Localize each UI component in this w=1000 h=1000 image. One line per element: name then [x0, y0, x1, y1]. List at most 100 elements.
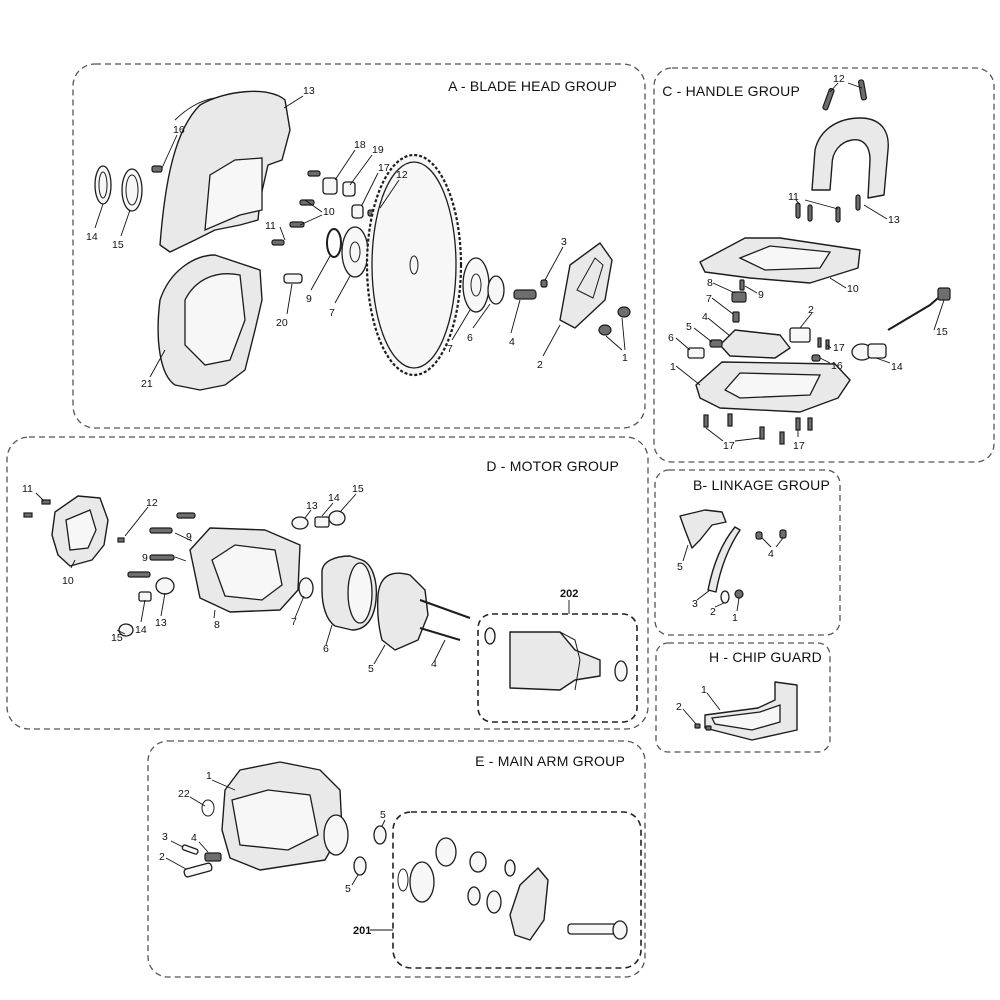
top-handle-part-13: [811, 117, 889, 199]
armature-bearing-a: [484, 627, 496, 645]
screw-part-C17b: [825, 339, 830, 350]
callout-C-2: 2: [808, 304, 814, 316]
callout-A-12: 12: [396, 169, 408, 181]
washer-part-B2: [720, 590, 730, 604]
lower-guard-inner-face: [184, 273, 246, 366]
screw-part-C12b: [858, 79, 867, 101]
screw-part-1b: [598, 324, 612, 336]
linkage-group-callouts: 5 4 3 2 1: [677, 548, 774, 624]
callout-C-16: 16: [831, 360, 843, 372]
screw-part-D12: [117, 537, 125, 543]
screw-part-1a: [617, 306, 631, 318]
callout-A-17: 17: [378, 162, 390, 174]
screw-part-C11a: [795, 202, 801, 219]
gearbox-subassembly-box: [392, 811, 642, 969]
chip-guard-group-title: H - CHIP GUARD: [709, 649, 822, 665]
armature-rotor: [509, 631, 601, 691]
callout-A-2: 2: [537, 359, 543, 371]
linkage-group-leaders: [682, 537, 784, 612]
callout-C-13: 13: [888, 214, 900, 226]
main-arm-leaders: [165, 779, 386, 886]
callout-D-7: 7: [291, 616, 297, 628]
callout-C-11: 11: [788, 191, 799, 203]
chip-guard-leaders: [682, 692, 721, 725]
handle-group-callouts: 12 11 13 8 9 10 7 4 5 6 2 17 16 14 15 1 …: [668, 73, 948, 452]
subassembly-label-201: 201: [353, 925, 371, 937]
callout-A-4: 4: [509, 336, 515, 348]
callout-C-1: 1: [670, 361, 676, 373]
screw-part-D9b: [149, 527, 173, 534]
trigger-part-4: [719, 329, 791, 359]
callout-A-16: 16: [173, 124, 185, 136]
screw-part-C17g: [795, 417, 801, 431]
handle-group-leaders: [675, 82, 945, 442]
callout-D-8: 8: [214, 619, 220, 631]
motor-group-leaders: [35, 492, 570, 931]
bearing-part-E5a: [373, 825, 387, 845]
gear-d: [504, 859, 516, 877]
callout-E-5a: 5: [380, 809, 386, 821]
spring-part-7: [732, 311, 740, 323]
callout-H-2: 2: [676, 701, 682, 713]
main-arm-group-title: E - MAIN ARM GROUP: [475, 753, 625, 769]
callout-D-15: 15: [111, 632, 123, 644]
motor-group-callouts: 11 10 12 9 9 15 14 13 8 13 14 15 7 6 5 4…: [22, 483, 578, 675]
pin-part-E3: [181, 844, 199, 855]
callout-A-10: 10: [323, 206, 335, 218]
callout-A-13: 13: [303, 85, 315, 97]
callout-B-2: 2: [710, 606, 716, 618]
callout-E-22: 22: [178, 788, 190, 800]
callout-E-4: 4: [191, 832, 197, 844]
callout-E-2: 2: [159, 851, 165, 863]
callout-A-18: 18: [354, 139, 366, 151]
fan-baffle-part-5: [376, 572, 429, 651]
callout-D-10: 10: [62, 575, 74, 587]
screw-part-H2b: [705, 725, 712, 731]
blade-head-group-box: [72, 63, 646, 429]
screw-part-C11d: [855, 194, 861, 211]
callout-D-9a: 9: [186, 531, 192, 543]
o-ring-part-22: [201, 799, 215, 817]
gear-b: [409, 861, 435, 903]
handle-group-box: [653, 67, 995, 463]
long-bolt-part-D4b: [419, 627, 461, 641]
chip-guard-part-1: [704, 681, 798, 741]
clip-part-16: [811, 354, 821, 362]
bushing-part-19: [342, 181, 356, 197]
callout-C-9: 9: [758, 289, 764, 301]
callout-D-15b: 15: [352, 483, 364, 495]
callout-A-3: 3: [561, 236, 567, 248]
lock-part-6: [687, 347, 705, 359]
screw-part-D9d: [127, 571, 151, 578]
link-pin-part-4a: [755, 531, 763, 540]
blade-head-parts: [94, 90, 631, 391]
screw-part-D9c: [149, 554, 175, 561]
callout-D-14b: 14: [328, 492, 340, 504]
callout-C-17c: 17: [793, 440, 805, 452]
callout-D-13b: 13: [306, 500, 318, 512]
callout-B-4: 4: [768, 548, 774, 560]
gear-e: [467, 886, 481, 906]
bearing-201: [486, 890, 502, 914]
linkage-arm-part-3: [707, 526, 741, 593]
screw-part-11: [271, 239, 285, 246]
part-3: [540, 279, 548, 288]
screw-part-C11c: [835, 206, 841, 223]
nut-part-17: [351, 204, 364, 219]
brush-part-D14b: [314, 516, 330, 528]
callout-A-15: 15: [112, 239, 124, 251]
callout-C-17: 17: [833, 342, 845, 354]
brush-holder-part-D13b: [291, 516, 309, 530]
blade-bolt-part-4: [513, 289, 537, 300]
callout-A-20: 20: [276, 317, 288, 329]
callout-C-4: 4: [702, 311, 708, 323]
screw-part-D11b: [23, 512, 33, 518]
gear-c: [469, 851, 487, 873]
callout-D-13: 13: [155, 617, 167, 629]
callout-D-6: 6: [323, 643, 329, 655]
callout-A-19: 19: [372, 144, 384, 156]
callout-A-7: 7: [329, 307, 335, 319]
bolt-part-B1: [734, 589, 744, 599]
blade-head-group-title: A - BLADE HEAD GROUP: [448, 78, 617, 94]
screw-part-C17a: [817, 337, 822, 348]
